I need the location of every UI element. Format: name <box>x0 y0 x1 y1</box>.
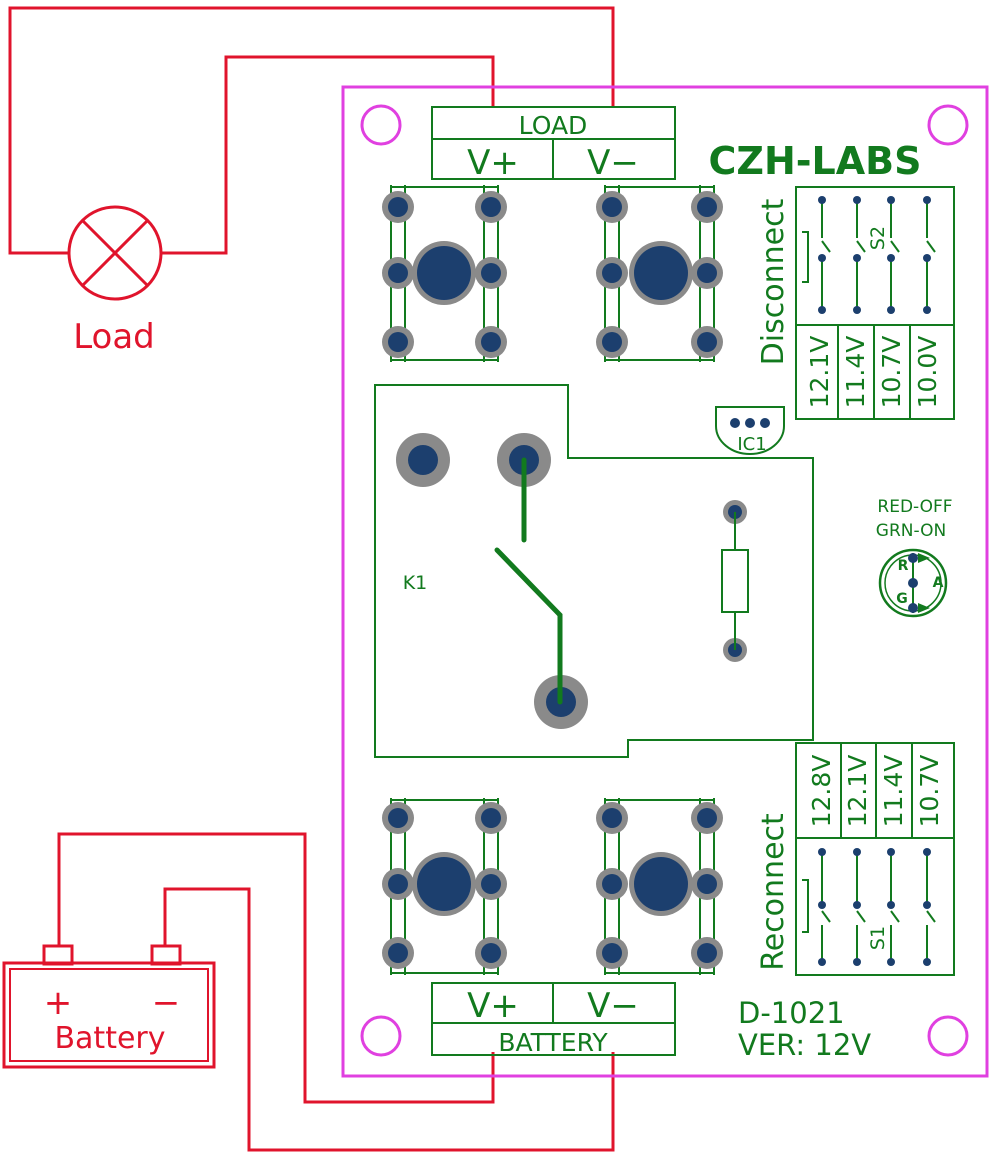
battery-terminal-title: BATTERY <box>498 1028 608 1057</box>
battery-wire-negative <box>163 887 615 1152</box>
model-label: D-1021 <box>738 996 845 1030</box>
mounting-hole <box>360 104 402 146</box>
load-terminal-minus: V− <box>587 143 639 183</box>
battery-icon <box>2 961 216 1069</box>
s2-ref: S2 <box>867 226 889 250</box>
load-terminal-block: LOAD V+ V− <box>431 106 676 183</box>
lamp-cross-b <box>81 219 149 287</box>
s2-switch-symbols <box>818 196 936 314</box>
resistor-icon <box>721 549 749 613</box>
load-wire-negative <box>8 6 615 255</box>
battery-terminal-plus: V+ <box>467 986 519 1026</box>
battery-inner-outline <box>9 968 209 1062</box>
disconnect-voltage-3: 10.7V <box>877 336 906 409</box>
mounting-hole <box>927 1015 969 1057</box>
s1-switch-symbols <box>818 848 936 966</box>
board-outline <box>341 85 989 1078</box>
disconnect-voltage-1: 12.1V <box>805 336 834 409</box>
battery-plus-sign: + <box>44 983 73 1023</box>
push-button-top-right <box>596 185 723 362</box>
battery-terminal-minus: V− <box>587 986 639 1026</box>
battery-terminal-positive <box>42 944 74 966</box>
lamp-icon <box>67 205 163 301</box>
reconnect-label: Reconnect <box>756 813 791 971</box>
load-wiring: Load <box>8 6 615 357</box>
led-legend-on: GRN-ON <box>876 521 946 541</box>
ic1-ref: IC1 <box>737 434 766 455</box>
brand-label: CZH-LABS <box>709 139 922 183</box>
relay-ref: K1 <box>403 572 428 594</box>
mounting-hole <box>927 104 969 146</box>
load-terminal-plus: V+ <box>467 143 519 183</box>
battery-wire-positive <box>57 832 495 1104</box>
reconnect-voltage-1: 12.8V <box>807 755 836 828</box>
battery-terminal-block: V+ V− BATTERY <box>431 982 676 1057</box>
load-terminal-title: LOAD <box>519 111 588 140</box>
push-button-bottom-left <box>382 798 507 975</box>
disconnect-voltage-2: 11.4V <box>841 336 870 409</box>
push-button-top-left <box>382 185 507 362</box>
led-legend-off: RED-OFF <box>877 497 952 517</box>
led-pin-a: A <box>933 575 944 591</box>
disconnect-voltage-4: 10.0V <box>913 336 942 409</box>
reconnect-voltage-4: 10.7V <box>915 755 944 828</box>
battery-label: Battery <box>54 1021 165 1056</box>
led-pin-r: R <box>898 558 909 574</box>
mounting-hole <box>360 1015 402 1057</box>
led-icon <box>878 548 948 618</box>
battery-terminal-negative <box>150 944 182 966</box>
relay-k1: K1 <box>374 384 814 758</box>
push-button-bottom-right <box>596 798 723 975</box>
battery-minus-sign: − <box>152 983 181 1023</box>
ic1-package: IC1 <box>715 406 785 455</box>
relay-contact-arm <box>494 547 563 705</box>
load-label: Load <box>73 317 155 357</box>
led-pin-g: G <box>896 591 908 607</box>
load-wire-positive <box>162 55 495 255</box>
reconnect-voltage-3: 11.4V <box>879 755 908 828</box>
reconnect-voltage-2: 12.1V <box>843 755 872 828</box>
reconnect-dip-switch: S1 Reconnect 12.8V 12.1V 11.4V 10.7V <box>756 742 955 976</box>
relay-outline <box>374 384 814 758</box>
disconnect-dip-switch: S2 Disconnect 12.1V 11.4V 10.7V 10.0V <box>756 186 955 420</box>
disconnect-label: Disconnect <box>756 198 791 365</box>
version-label: VER: 12V <box>738 1028 871 1062</box>
s1-ref: S1 <box>867 926 889 950</box>
battery-wiring: + − Battery <box>2 832 615 1152</box>
status-led: RED-OFF GRN-ON R G A <box>876 497 953 618</box>
